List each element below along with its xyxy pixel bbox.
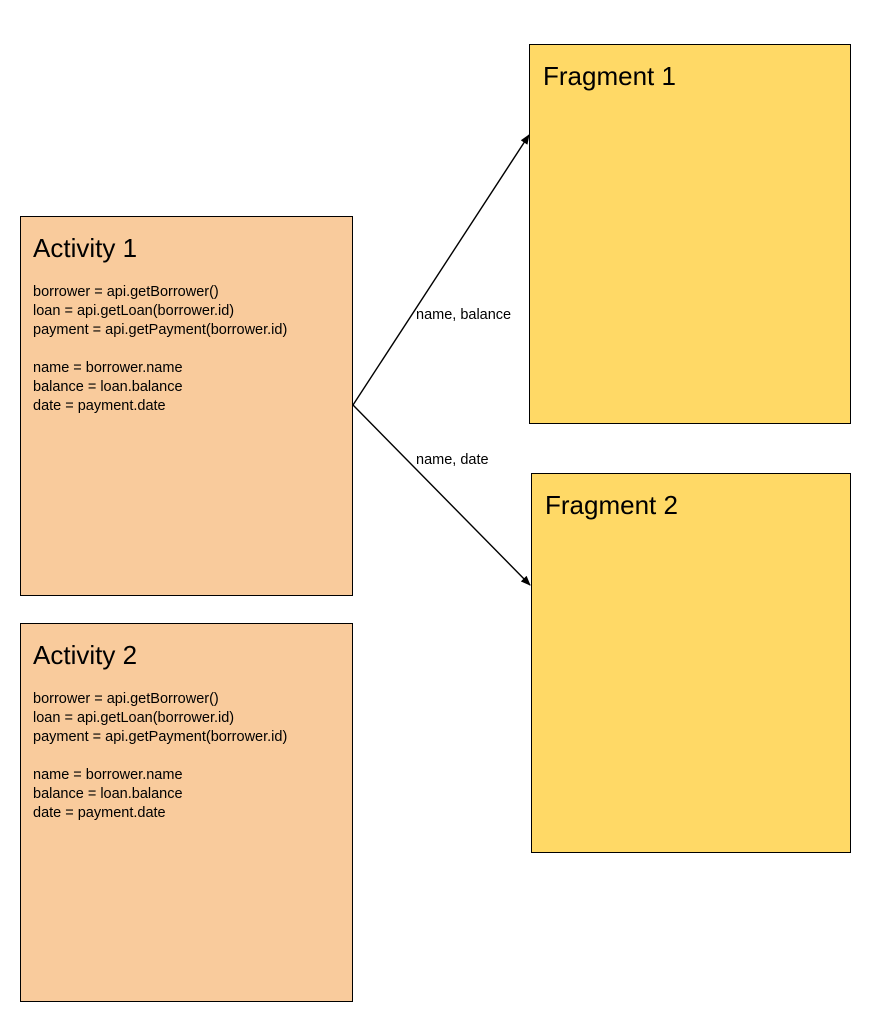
code-line: loan = api.getLoan(borrower.id) xyxy=(33,303,235,319)
activity-1-box: Activity 1 borrower = api.getBorrower() … xyxy=(20,216,353,596)
activity-2-title: Activity 2 xyxy=(33,640,138,670)
arrow-activity1-to-fragment2 xyxy=(352,404,531,586)
fragment-2-box: Fragment 2 xyxy=(531,473,851,853)
fragment-2-title: Fragment 2 xyxy=(545,490,678,520)
code-line: payment = api.getPayment(borrower.id) xyxy=(33,729,288,745)
code-line: borrower = api.getBorrower() xyxy=(33,284,219,300)
fragment-1-box: Fragment 1 xyxy=(529,44,851,424)
code-line: date = payment.date xyxy=(33,805,166,821)
code-line: balance = loan.balance xyxy=(33,379,183,395)
code-line: balance = loan.balance xyxy=(33,786,183,802)
code-line: borrower = api.getBorrower() xyxy=(33,691,219,707)
activity-2-code: borrower = api.getBorrower() loan = api.… xyxy=(33,690,287,823)
code-line: name = borrower.name xyxy=(33,360,183,376)
code-line: payment = api.getPayment(borrower.id) xyxy=(33,322,288,338)
activity-1-code: borrower = api.getBorrower() loan = api.… xyxy=(33,283,287,416)
code-spacer xyxy=(33,340,287,359)
activity-1-title: Activity 1 xyxy=(33,233,138,263)
edge-label-name-balance: name, balance xyxy=(416,307,512,323)
code-line: name = borrower.name xyxy=(33,767,183,783)
activity-2-box: Activity 2 borrower = api.getBorrower() … xyxy=(20,623,353,1002)
code-spacer xyxy=(33,747,287,766)
fragment-1-title: Fragment 1 xyxy=(543,61,676,91)
arrow-activity1-to-fragment1 xyxy=(352,134,530,406)
code-line: loan = api.getLoan(borrower.id) xyxy=(33,710,235,726)
code-line: date = payment.date xyxy=(33,398,166,414)
edge-label-name-date: name, date xyxy=(416,452,489,468)
